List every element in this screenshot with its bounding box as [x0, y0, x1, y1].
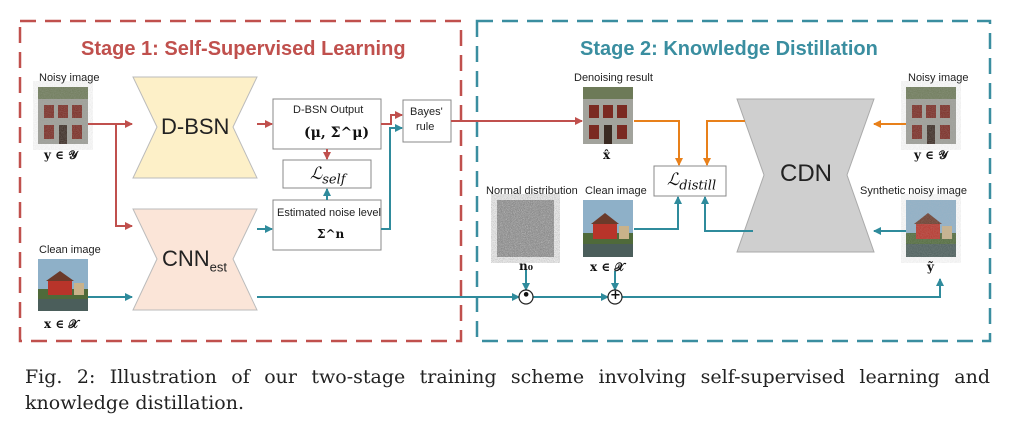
noisy-image-symbol-1: y ∈ 𝒴	[44, 148, 78, 162]
noise-level-box	[272, 199, 382, 251]
clean-image-symbol-2: x ∈ 𝒳	[590, 260, 625, 274]
denoising-result-symbol: x̂	[603, 148, 611, 162]
clean-image-symbol-1: x ∈ 𝒳	[44, 317, 79, 331]
add-operator	[607, 289, 623, 305]
dbsn-network	[132, 76, 258, 179]
noise-level-label: Estimated noise level	[277, 207, 381, 219]
dbsn-label: D-BSN	[161, 114, 230, 139]
diagram-svg	[18, 19, 992, 343]
loss-self-box	[282, 159, 372, 189]
stage1-title: Stage 1: Self-Supervised Learning	[81, 38, 406, 60]
multiply-operator	[518, 289, 534, 305]
noisy-image-label-1: Noisy image	[39, 72, 100, 84]
loss-distill-box	[653, 165, 727, 197]
noise-level-symbol: Σ^n	[317, 227, 345, 241]
stage2-frame	[475, 19, 992, 343]
normal-distribution-thumb	[497, 200, 554, 257]
figure-caption: Fig. 2: Illustration of our two-stage tr…	[25, 366, 990, 414]
clean-image-thumb-1	[38, 259, 88, 311]
dbsn-output-box	[272, 98, 382, 150]
noisy-image-thumb-2	[906, 87, 956, 144]
cnn-est-label: CNNest	[162, 246, 227, 274]
cnn-label-main: CNN	[162, 246, 210, 271]
multiply-operator-symbol: •	[522, 288, 531, 303]
teal-arrows-stage1	[88, 124, 403, 301]
denoising-result-label: Denoising result	[574, 72, 653, 84]
synthetic-noisy-image-thumb	[906, 200, 956, 257]
orange-arrows	[634, 120, 906, 166]
stage1-frame	[18, 19, 463, 343]
bayes-rule-line2: rule	[416, 121, 435, 133]
denoising-result-thumb	[583, 87, 633, 144]
clean-image-thumb-2	[583, 200, 633, 257]
synthetic-noisy-image-label: Synthetic noisy image	[860, 185, 967, 197]
dbsn-output-symbol: (μ, Σ^μ)	[304, 125, 370, 141]
loss-distill: ℒdistill	[667, 170, 716, 193]
loss-self-script: ℒ	[310, 164, 323, 184]
add-operator-symbol: +	[610, 288, 621, 303]
red-arrows	[88, 111, 583, 230]
loss-self: ℒself	[310, 164, 346, 187]
loss-distill-sub: distill	[679, 178, 717, 194]
normal-distribution-symbol: n₀	[519, 259, 533, 273]
bayes-rule-box	[402, 99, 452, 143]
loss-self-sub: self	[322, 172, 346, 188]
clean-image-label-2: Clean image	[585, 185, 647, 197]
noisy-image-label-2: Noisy image	[908, 72, 969, 84]
cdn-network	[736, 98, 875, 253]
bayes-rule-line1: Bayes'	[410, 106, 443, 118]
stage2-title: Stage 2: Knowledge Distillation	[580, 38, 878, 60]
diagram: Stage 1: Self-Supervised Learning Stage …	[18, 19, 992, 343]
cnn-est-network	[132, 208, 258, 311]
loss-distill-script: ℒ	[667, 170, 680, 190]
normal-distribution-label: Normal distribution	[486, 185, 578, 197]
cdn-label: CDN	[780, 160, 832, 187]
dbsn-output-label: D-BSN Output	[293, 104, 364, 116]
clean-image-label-1: Clean image	[39, 244, 101, 256]
teal-arrows-stage2	[257, 196, 944, 301]
noisy-image-symbol-2: y ∈ 𝒴	[914, 148, 948, 162]
noisy-image-thumb-1	[38, 87, 88, 144]
synthetic-noisy-image-symbol: ỹ	[927, 260, 934, 274]
cnn-label-sub: est	[209, 259, 228, 275]
